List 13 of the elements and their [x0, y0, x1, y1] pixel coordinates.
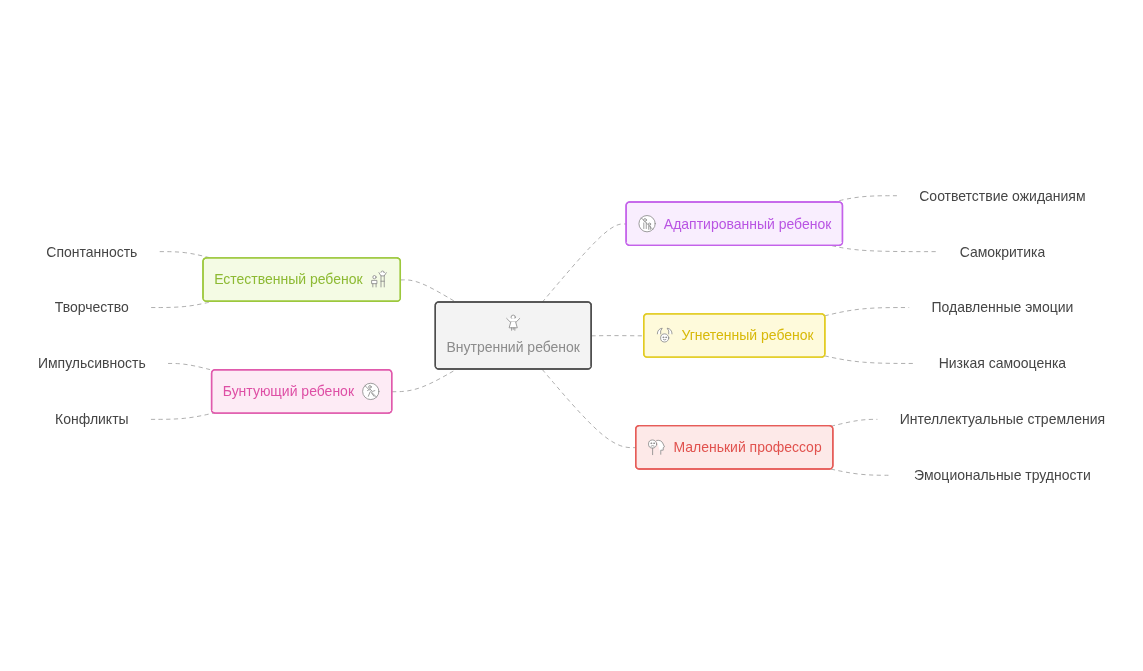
node-text: Эмоциональные трудности: [914, 467, 1091, 483]
node-text: Интеллектуальные стремления: [899, 411, 1106, 428]
node-text: Самокритика: [959, 243, 1046, 260]
connector: [830, 419, 878, 427]
node-text: Низкая самооценка: [938, 355, 1067, 372]
node-text: Подавленные эмоции: [931, 299, 1074, 316]
connector: [824, 307, 910, 317]
connector: [391, 369, 457, 393]
node-text: Соответствие ожиданиям: [919, 188, 1086, 204]
node-text: Импульсивность: [37, 355, 146, 372]
node-text: Спонтанность: [46, 243, 138, 260]
node-text: Творчество: [54, 299, 129, 316]
node-text: Конфликты: [55, 411, 129, 428]
